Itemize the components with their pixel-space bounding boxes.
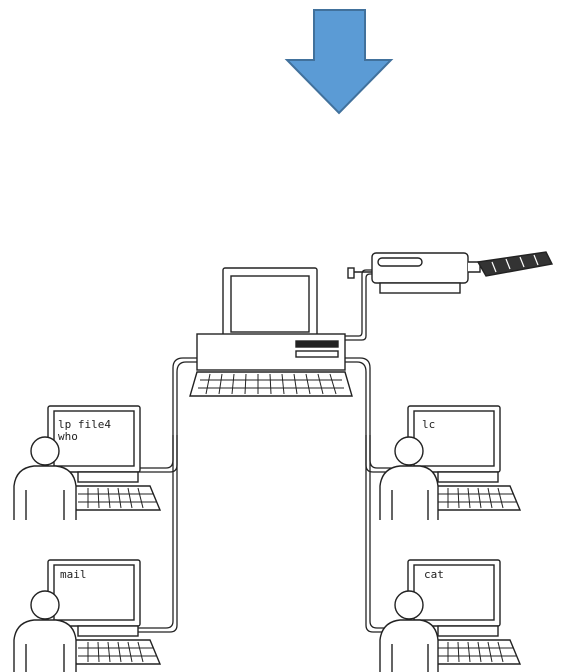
user-terminal-icon: mail	[14, 560, 160, 672]
svg-text:cat: cat	[424, 568, 444, 581]
terminal-line: lc	[422, 418, 435, 431]
user-terminal-icon: lc	[380, 406, 520, 520]
host-computer-icon	[190, 268, 352, 396]
svg-text:lc: lc	[422, 418, 435, 431]
terminal-line: mail	[60, 568, 87, 581]
terminal-line: cat	[424, 568, 444, 581]
printer-icon	[348, 252, 552, 293]
svg-text:mail: mail	[60, 568, 87, 581]
svg-text:who: who	[58, 430, 78, 443]
user-terminal-icon: cat	[380, 560, 520, 672]
down-arrow-icon	[287, 10, 391, 113]
terminal-line: who	[58, 430, 78, 443]
user-terminal-icon: lp file4 who	[14, 406, 160, 520]
